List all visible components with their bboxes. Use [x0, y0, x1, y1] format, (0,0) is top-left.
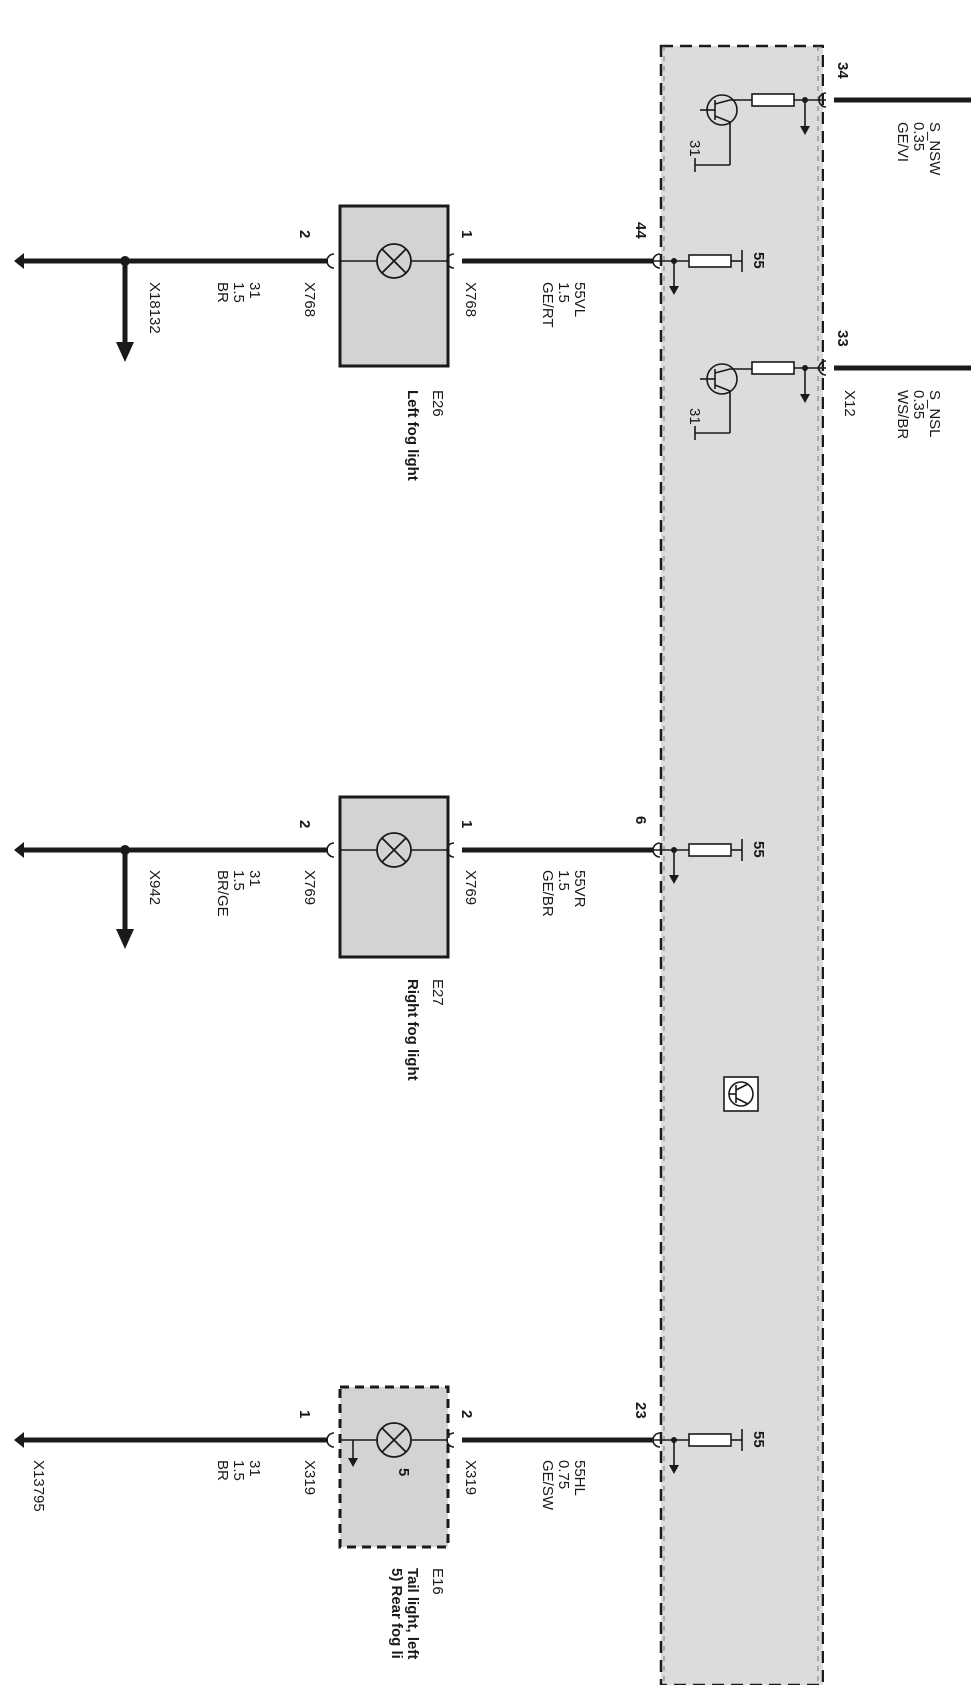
output-stage-pin-34: 31 — [686, 93, 826, 172]
fog-lamp-box-e26 — [338, 204, 450, 368]
component-id-e16: E16 — [429, 1568, 446, 1595]
wire-size-s-nsl: 0.35 — [910, 390, 927, 419]
wire-out-size-e27: 1.5 — [230, 870, 247, 891]
circuit-right-fog-light: 2 1 X769 X769 55VR 1.5 GE/BR 31 1.5 BR/G… — [14, 795, 661, 1081]
lamp-number-e16: 5 — [395, 1468, 412, 1476]
component-name-e27: Right fog light — [404, 979, 421, 1081]
fog-lamp-box-e27 — [338, 795, 450, 959]
wire-out-color-e16: BR — [214, 1460, 231, 1481]
component-id-e26: E26 — [429, 390, 446, 417]
transistor-symbol-icon — [723, 1076, 759, 1112]
component-name-e26: Left fog light — [404, 390, 421, 481]
pull-label-pin-23: 55 — [750, 1431, 767, 1448]
pull-label-pin-44: 55 — [750, 252, 767, 269]
wire-out-signal-e27: 31 — [246, 870, 263, 887]
module-pin-33: 33 — [834, 330, 851, 347]
control-module-outline — [659, 44, 825, 1685]
ground-ref-e16: X13795 — [30, 1460, 47, 1512]
component-id-e27: E27 — [429, 979, 446, 1006]
circuit-left-fog-light: 2 1 X768 X768 55VL 1.5 GE/RT 31 1.5 BR X… — [14, 204, 661, 481]
wire-size-s-nsw: 0.35 — [910, 122, 927, 151]
ground-ref-e27: X942 — [146, 870, 163, 905]
wire-in-size-e16: 0.75 — [555, 1460, 572, 1489]
wire-in-color-e27: GE/BR — [539, 870, 556, 917]
wire-in-color-e16: GE/SW — [539, 1460, 556, 1511]
connector-in-e16: X319 — [462, 1460, 479, 1495]
lamp-pin-out-e27: 2 — [296, 820, 313, 828]
connector-x12: X12 — [841, 390, 858, 417]
wire-out-signal-e16: 31 — [246, 1460, 263, 1477]
wire-out-color-e26: BR — [214, 282, 231, 303]
wire-in-signal-e27: 55VR — [571, 870, 588, 908]
input-stage-pin-6: 55 — [653, 839, 767, 884]
lamp-pin-out-e16: 1 — [296, 1410, 313, 1418]
wire-in-size-e26: 1.5 — [555, 282, 572, 303]
control-module: 31 31 55 — [653, 40, 971, 1685]
bulb-icon — [376, 1422, 412, 1458]
transistor-ground-label: 31 — [686, 408, 703, 425]
wire-in-signal-e26: 55VL — [571, 282, 588, 317]
circuit-rear-fog-light: 5 1 2 X319 X319 55HL 0.75 GE/SW 31 1.5 B… — [14, 1385, 661, 1659]
connector-in-e26: X768 — [462, 282, 479, 317]
input-stage-pin-44: 55 — [653, 250, 767, 295]
bulb-icon — [376, 243, 412, 279]
ground-ref-e26: X18132 — [146, 282, 163, 334]
output-wire-s-nsw: S_NSW 0.35 GE/VI — [818, 92, 971, 176]
connector-out-e26: X768 — [301, 282, 318, 317]
transistor-ground-label: 31 — [686, 140, 703, 157]
component-name-e16-line1: Tail light, left — [404, 1568, 421, 1659]
connector-out-e27: X769 — [301, 870, 318, 905]
module-pin-44: 44 — [632, 222, 649, 239]
lamp-pin-out-e26: 2 — [296, 230, 313, 238]
connector-out-e16: X319 — [301, 1460, 318, 1495]
module-pin-34: 34 — [834, 62, 851, 79]
pull-label-pin-6: 55 — [750, 841, 767, 858]
bulb-icon — [376, 832, 412, 868]
wire-signal-s-nsw: S_NSW — [926, 122, 943, 176]
wire-color-s-nsl: WS/BR — [894, 390, 911, 439]
lamp-pin-in-e16: 2 — [458, 1410, 475, 1418]
wire-in-signal-e16: 55HL — [571, 1460, 588, 1496]
module-pin-23: 23 — [632, 1402, 649, 1419]
wire-in-color-e26: GE/RT — [539, 282, 556, 328]
input-stage-pin-23: 55 — [653, 1429, 767, 1474]
component-name-e16-line2: 5) Rear fog li — [388, 1568, 405, 1659]
module-right-whitespace — [824, 40, 971, 1685]
module-pin-6: 6 — [632, 816, 649, 824]
wire-signal-s-nsl: S_NSL — [926, 390, 943, 438]
connector-in-e27: X769 — [462, 870, 479, 905]
wire-color-s-nsw: GE/VI — [894, 122, 911, 162]
rear-fog-lamp-box-e16 — [338, 1385, 450, 1549]
wire-out-signal-e26: 31 — [246, 282, 263, 299]
wire-in-size-e27: 1.5 — [555, 870, 572, 891]
output-stage-pin-33: 31 — [686, 361, 826, 440]
wire-out-size-e26: 1.5 — [230, 282, 247, 303]
output-wire-s-nsl: S_NSL 0.35 WS/BR X12 — [818, 360, 971, 439]
lamp-pin-in-e26: 1 — [458, 230, 475, 238]
lamp-pin-in-e27: 1 — [458, 820, 475, 828]
wire-out-color-e27: BR/GE — [214, 870, 231, 917]
wire-out-size-e16: 1.5 — [230, 1460, 247, 1481]
